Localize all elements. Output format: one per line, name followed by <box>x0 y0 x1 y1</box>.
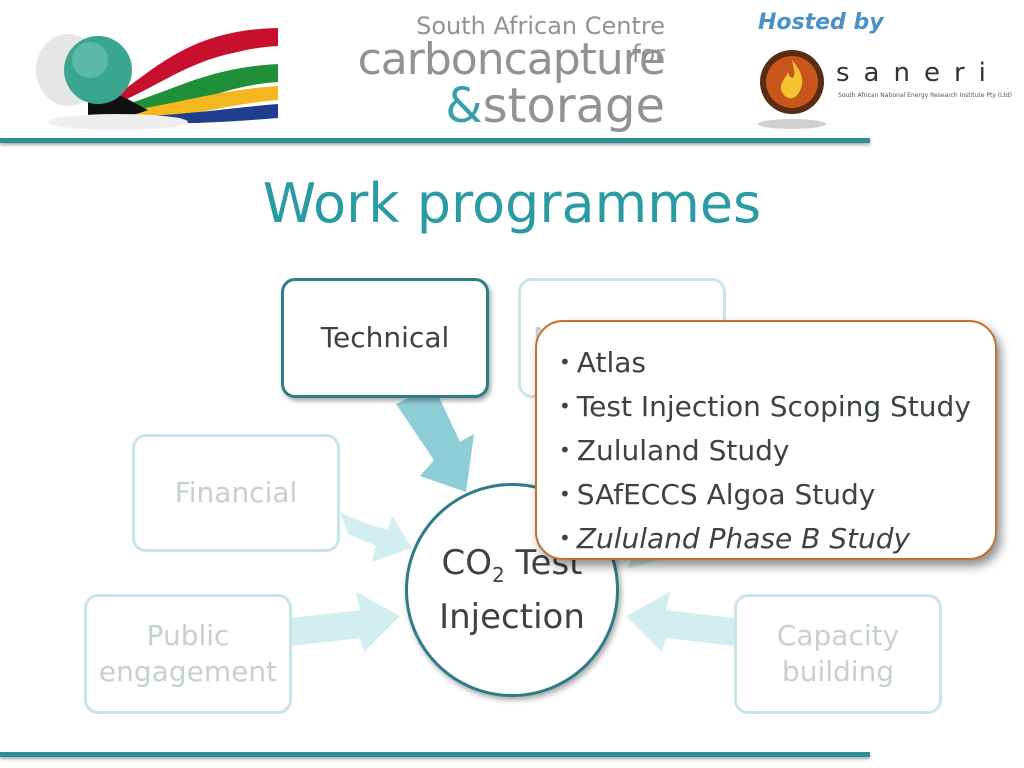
callout-item: •Atlas <box>559 346 646 379</box>
header-divider <box>0 138 870 143</box>
footer-divider <box>0 752 870 757</box>
callout-item: •Test Injection Scoping Study <box>559 390 971 423</box>
callout-item: •Zululand Phase B Study <box>559 522 911 555</box>
callout-item: •Zululand Study <box>559 434 790 467</box>
ccs-logo-graphic <box>36 28 278 130</box>
arrow-technical <box>396 386 474 492</box>
node-technical-label: Technical <box>320 321 450 354</box>
logo-text-line2: carboncapture <box>357 34 666 85</box>
node-capacity-building: Capacity building <box>734 594 942 714</box>
node-public-engagement: Public engagement <box>84 594 292 714</box>
node-technical: Technical <box>281 278 489 398</box>
saneri-name: saneri <box>836 58 1000 88</box>
arrow-financial <box>340 512 412 562</box>
callout-item: •SAfECCS Algoa Study <box>559 478 876 511</box>
logo-flag-gold <box>110 86 278 122</box>
saneri-logo-icon <box>758 50 826 129</box>
logo-storage-word: storage <box>482 78 665 134</box>
node-public-engagement-line1: Public <box>146 619 230 652</box>
arrow-capacity-building <box>626 592 734 652</box>
node-financial: Financial <box>132 434 340 552</box>
technical-callout: •Atlas •Test Injection Scoping Study •Zu… <box>535 320 997 560</box>
logo-flag-green <box>108 64 278 120</box>
flame-icon <box>780 60 803 99</box>
hosted-by-label: Hosted by <box>758 10 884 35</box>
logo-ampersand: & <box>445 78 483 134</box>
logo-text-line3: &storage <box>390 80 665 132</box>
logo-text-line1: South African Centre for <box>416 12 665 68</box>
node-capacity-building-line2: building <box>781 655 895 688</box>
node-capacity-building-line1: Capacity <box>776 619 900 652</box>
node-financial-label: Financial <box>174 476 298 509</box>
technical-callout-list: •Atlas •Test Injection Scoping Study •Zu… <box>559 342 995 562</box>
node-public-engagement-line2: engagement <box>98 655 278 688</box>
center-line2: Injection <box>439 596 585 637</box>
arrow-public-engagement <box>292 592 400 652</box>
saneri-subtitle: South African National Energy Research I… <box>838 92 1012 99</box>
slide-title: Work programmes <box>262 172 762 235</box>
